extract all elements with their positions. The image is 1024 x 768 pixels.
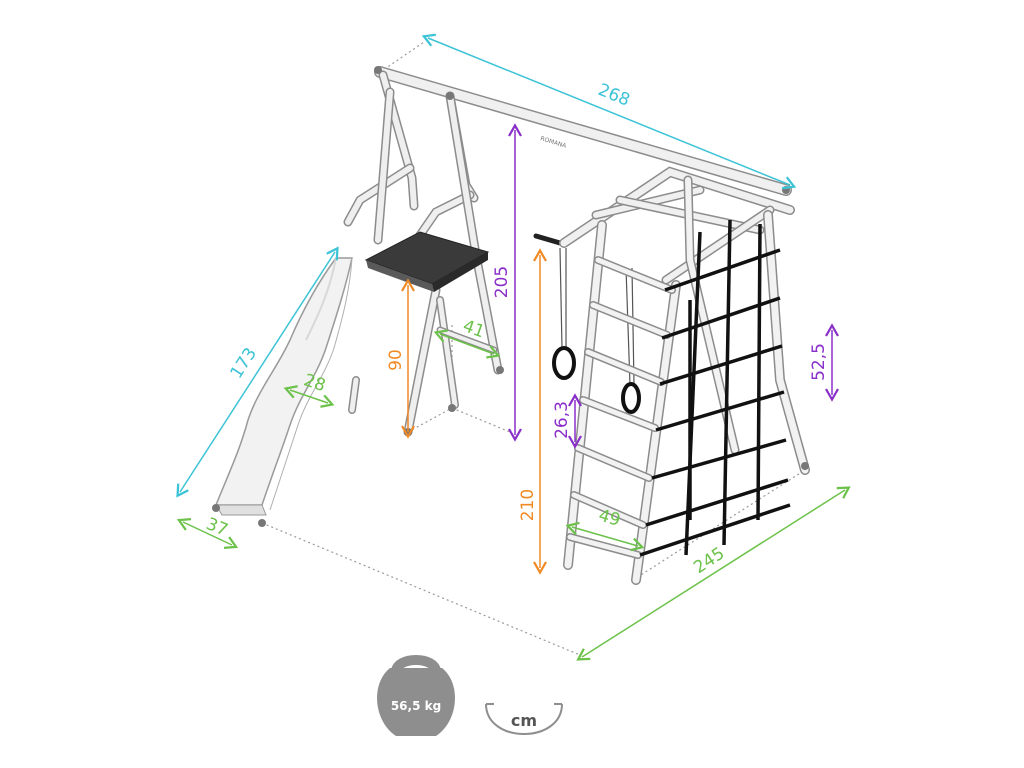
dim-label-ladder-width: 49 <box>596 506 622 531</box>
gym-rings <box>552 346 641 414</box>
dim-line-slide-width <box>283 385 335 408</box>
dim-label-top-beam: 268 <box>595 80 633 111</box>
dim-label-platform-height: 90 <box>386 349 406 371</box>
unit-cm-icon: cm <box>485 703 563 735</box>
kettlebell-icon: 56,5 kg <box>377 655 455 736</box>
dim-line-top-beam <box>421 33 797 190</box>
dim-label-slide-end: 37 <box>203 514 231 541</box>
dim-label-swing-height: 205 <box>492 266 512 298</box>
dim-label-net-height: 52,5 <box>809 343 829 381</box>
dim-line-slide-end <box>176 517 239 550</box>
unit-label: cm <box>511 711 537 730</box>
weight-label: 56,5 kg <box>391 699 441 713</box>
dim-label-base-length: 245 <box>690 544 728 578</box>
dim-label-climb-height: 210 <box>518 489 538 521</box>
slide <box>214 257 353 516</box>
brand-text-mark: ROMANA <box>539 135 567 150</box>
dim-label-slide-length: 173 <box>227 344 261 382</box>
dim-line-slide-length <box>176 246 339 498</box>
dim-line-ladder-step <box>433 329 501 359</box>
dim-label-ring-spacing: 26,3 <box>552 401 572 439</box>
dim-line-base-length <box>576 486 851 661</box>
frame-joints <box>212 66 809 527</box>
platform <box>364 231 490 292</box>
